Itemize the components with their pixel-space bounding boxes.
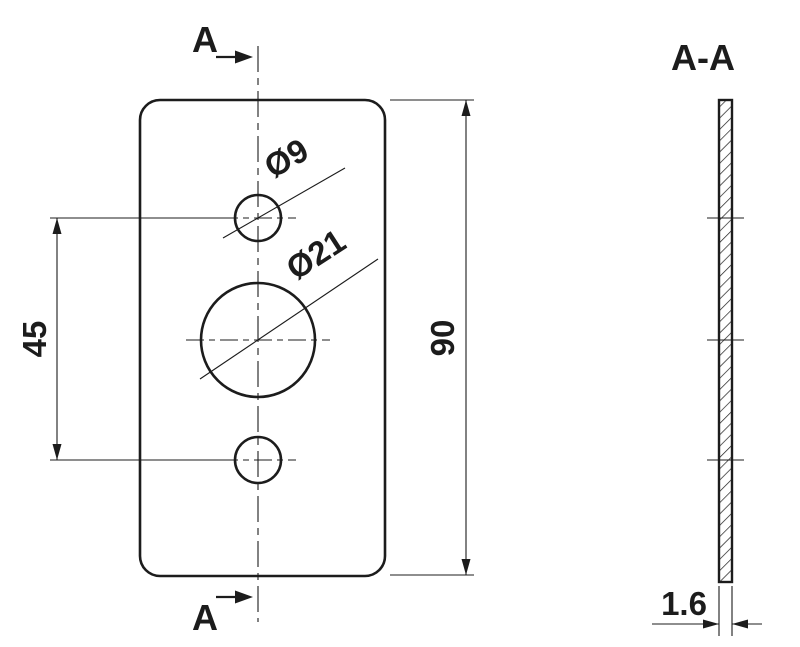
leader-line-large-hole (199, 258, 379, 380)
section-view-title: A-A (671, 37, 735, 78)
dim-arrowhead-up-icon (461, 100, 471, 116)
dimension-hole-spacing: 45 (16, 217, 234, 461)
front-view: A A Ø9 Ø21 (16, 19, 474, 638)
dim-arrowhead-left-icon (732, 619, 748, 629)
section-label-bottom: A (192, 597, 218, 638)
large-hole-diameter-text: Ø21 (280, 222, 352, 287)
plate-section-hatched (717, 98, 734, 584)
section-view: A-A 1.6 (652, 37, 762, 636)
section-cut-indicator-bottom: A (192, 590, 253, 638)
dimension-plate-height: 90 (390, 99, 474, 576)
section-label-top: A (192, 19, 218, 60)
leader-line-small-hole (222, 167, 346, 239)
plate-height-dimension-text: 90 (424, 320, 461, 357)
hole-spacing-dimension-text: 45 (16, 321, 53, 358)
thickness-dimension-text: 1.6 (661, 585, 707, 622)
section-arrowhead-top-icon (235, 50, 253, 64)
plate-outline (138, 98, 387, 578)
dim-arrowhead-down-icon (52, 444, 62, 460)
small-hole-diameter-text: Ø9 (258, 131, 315, 185)
dimension-large-hole-diameter: Ø21 (199, 222, 379, 380)
dim-arrowhead-down-icon (461, 559, 471, 575)
dim-arrowhead-right-icon (703, 619, 719, 629)
section-arrowhead-bottom-icon (235, 590, 253, 604)
dim-arrowhead-up-icon (52, 218, 62, 234)
section-cut-indicator-top: A (192, 19, 253, 64)
dimension-small-hole-diameter: Ø9 (222, 131, 346, 239)
dimension-thickness: 1.6 (652, 585, 762, 636)
